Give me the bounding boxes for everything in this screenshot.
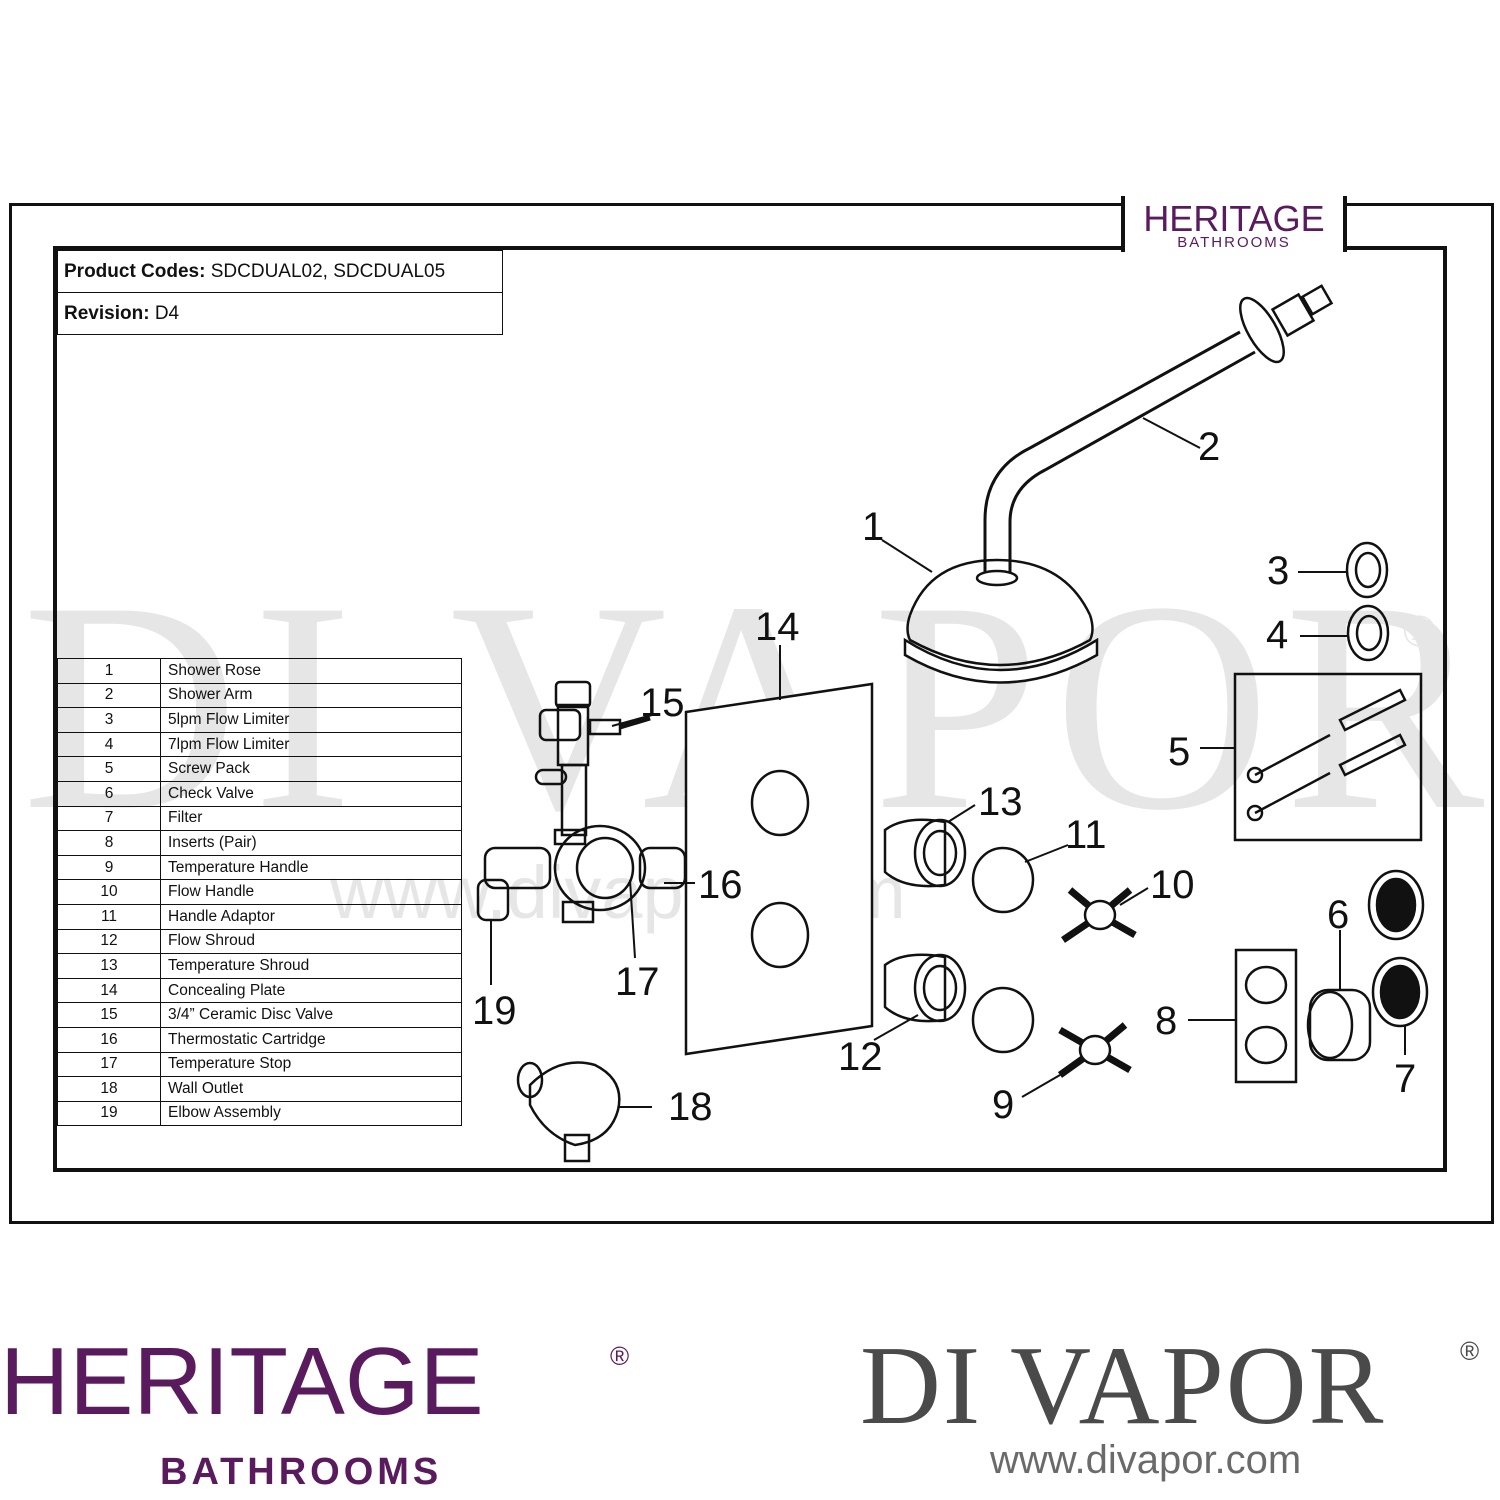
shower-arm-part	[983, 284, 1334, 575]
flow-handle-part	[1061, 887, 1137, 943]
part-name: Filter	[160, 805, 462, 832]
part-name: Temperature Handle	[160, 854, 462, 881]
inserts-part	[1234, 948, 1298, 1084]
callout-label: 3	[1267, 549, 1289, 593]
callout-label: 10	[1150, 863, 1195, 907]
callout-label: 2	[1198, 425, 1220, 469]
part-name: Temperature Stop	[160, 1051, 462, 1078]
callout-label: 11	[1065, 813, 1107, 857]
part-name: Thermostatic Cartridge	[160, 1026, 462, 1053]
filter-part	[1371, 956, 1429, 1028]
header-logo-main: HERITAGE	[1143, 198, 1325, 239]
callout-label: 4	[1266, 613, 1288, 657]
part-name: Wall Outlet	[160, 1076, 462, 1102]
part-name: 5lpm Flow Limiter	[160, 707, 462, 733]
concealing-plate-part	[684, 682, 874, 1056]
revision-label: Revision:	[64, 302, 150, 324]
footer-divapor-main: DI VAPOR	[860, 1324, 1386, 1448]
product-info-table: Product Codes: SDCDUAL02, SDCDUAL05 Revi…	[57, 250, 503, 335]
part-name: 3/4” Ceramic Disc Valve	[160, 1002, 462, 1028]
leader-lines	[490, 417, 1406, 1108]
footer-divapor-registered: ®	[1460, 1336, 1480, 1366]
part-name: Shower Arm	[160, 682, 462, 709]
flow-shroud-part	[883, 953, 967, 1023]
part-name: Flow Handle	[160, 879, 462, 905]
callout-label: 8	[1155, 999, 1177, 1043]
callout-label: 5	[1168, 730, 1190, 774]
part-number: 11	[57, 903, 161, 930]
callout-label: 19	[472, 989, 517, 1033]
footer-divapor-url: www.divapor.com	[990, 1438, 1302, 1482]
footer-heritage-registered: ®	[610, 1341, 630, 1371]
part-name: 7lpm Flow Limiter	[160, 731, 462, 758]
callout-label: 14	[755, 605, 800, 649]
shower-rose-part	[903, 558, 1099, 684]
part-number: 1	[57, 658, 161, 684]
product-codes-value: SDCDUAL02, SDCDUAL05	[210, 260, 446, 282]
part-name: Inserts (Pair)	[160, 830, 462, 856]
footer-heritage-sub: BATHROOMS	[160, 1451, 443, 1493]
flow-limiter-5lpm-part	[1345, 541, 1389, 599]
handle-adaptor-part	[971, 846, 1035, 1054]
check-valve-part	[1306, 869, 1425, 1062]
part-number: 6	[57, 780, 161, 807]
part-name: Elbow Assembly	[160, 1100, 462, 1127]
header-logo-sub: BATHROOMS	[1177, 234, 1291, 251]
revision-value: D4	[154, 302, 180, 324]
part-number: 16	[57, 1026, 161, 1053]
part-number: 18	[57, 1076, 161, 1102]
temperature-handle-part	[1057, 1022, 1132, 1078]
watermark-registered: ®	[1402, 605, 1437, 656]
header-logo: HERITAGE BATHROOMS	[1121, 196, 1347, 252]
callout-label: 15	[640, 681, 685, 725]
temperature-shroud-part	[883, 818, 967, 888]
product-codes-row: Product Codes: SDCDUAL02, SDCDUAL05	[57, 250, 503, 293]
valve-body-part	[476, 680, 687, 924]
part-name: Handle Adaptor	[160, 903, 462, 930]
part-number: 15	[57, 1002, 161, 1028]
part-number: 19	[57, 1100, 161, 1127]
callout-label: 9	[992, 1083, 1014, 1127]
callout-label: 16	[698, 863, 743, 907]
part-number: 10	[57, 879, 161, 905]
part-number: 12	[57, 928, 161, 955]
part-number: 5	[57, 756, 161, 782]
callout-label: 17	[615, 960, 660, 1004]
footer-heritage-main: HERITAGE	[0, 1328, 484, 1435]
callout-label: 18	[668, 1085, 713, 1129]
callout-label: 7	[1394, 1057, 1416, 1101]
flow-limiter-7lpm-part	[1346, 604, 1390, 662]
callout-label: 13	[978, 780, 1023, 824]
screw-pack-part	[1233, 672, 1423, 842]
part-number: 17	[57, 1051, 161, 1078]
wall-outlet-part	[516, 1061, 621, 1163]
callout-label: 12	[838, 1035, 883, 1079]
callout-label: 1	[862, 505, 884, 549]
product-codes-label: Product Codes:	[64, 260, 206, 282]
callout-label: 6	[1327, 893, 1349, 937]
inner-frame	[53, 246, 1447, 1172]
part-name: Check Valve	[160, 780, 462, 807]
revision-row: Revision: D4	[57, 292, 503, 335]
outer-frame	[9, 203, 1494, 1224]
